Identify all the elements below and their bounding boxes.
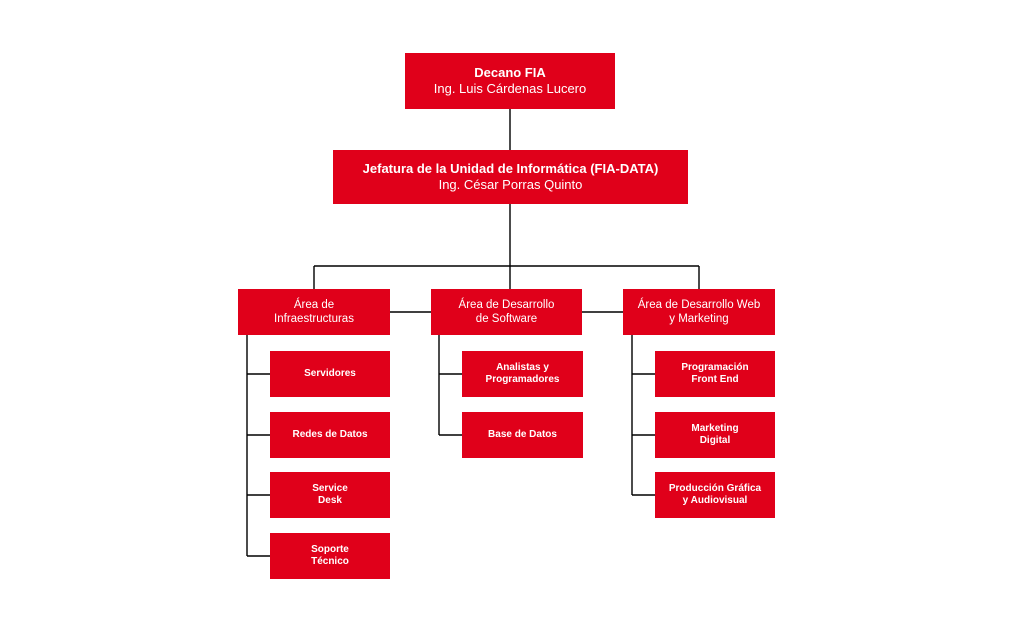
unit-produccion-grafica-box: Producción Gráfica y Audiovisual — [655, 472, 775, 518]
unit-soporte-tecnico-box: Soporte Técnico — [270, 533, 390, 579]
unit-servidores-label: Servidores — [304, 367, 356, 379]
area-infraestructuras-box: Área de Infraestructuras — [238, 289, 390, 335]
decano-name: Ing. Luis Cárdenas Lucero — [433, 81, 587, 96]
jefatura-box: Jefatura de la Unidad de Informática (FI… — [333, 150, 688, 204]
unit-front-end-box: Programación Front End — [655, 351, 775, 397]
unit-service-desk-box: Service Desk — [270, 472, 390, 518]
area-infraestructuras-label: Área de Infraestructuras — [274, 298, 354, 325]
unit-marketing-digital-box: Marketing Digital — [655, 412, 775, 458]
area-software-box: Área de Desarrollo de Software — [431, 289, 582, 335]
unit-marketing-digital-label: Marketing Digital — [691, 422, 739, 447]
unit-service-desk-label: Service Desk — [312, 482, 348, 507]
decano-box: Decano FIA Ing. Luis Cárdenas Lucero — [405, 53, 615, 109]
unit-analistas-box: Analistas y Programadores — [462, 351, 583, 397]
unit-base-datos-label: Base de Datos — [488, 428, 557, 440]
area-web-marketing-box: Área de Desarrollo Web y Marketing — [623, 289, 775, 335]
jefatura-title: Jefatura de la Unidad de Informática (FI… — [362, 160, 659, 176]
unit-base-datos-box: Base de Datos — [462, 412, 583, 458]
unit-redes-datos-label: Redes de Datos — [292, 428, 368, 440]
unit-servidores-box: Servidores — [270, 351, 390, 397]
unit-soporte-tecnico-label: Soporte Técnico — [311, 543, 349, 568]
area-software-label: Área de Desarrollo de Software — [458, 298, 555, 325]
unit-analistas-label: Analistas y Programadores — [485, 361, 560, 386]
unit-front-end-label: Programación Front End — [681, 361, 749, 386]
jefatura-name: Ing. César Porras Quinto — [438, 177, 583, 192]
area-web-marketing-label: Área de Desarrollo Web y Marketing — [637, 298, 761, 325]
unit-produccion-grafica-label: Producción Gráfica y Audiovisual — [668, 482, 762, 507]
decano-title: Decano FIA — [474, 64, 546, 80]
unit-redes-datos-box: Redes de Datos — [270, 412, 390, 458]
